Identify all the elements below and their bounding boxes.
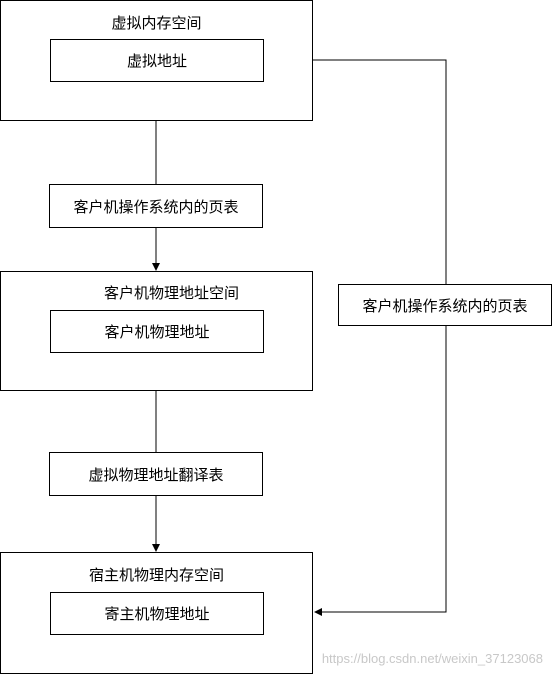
host-physical-space-box: 宿主机物理内存空间 寄主机物理地址 — [0, 552, 313, 674]
translation-table-label: 虚拟物理地址翻译表 — [88, 465, 224, 484]
guest-physical-address-box: 客户机物理地址 — [50, 310, 264, 353]
guest-page-table-box: 客户机操作系统内的页表 — [49, 184, 263, 228]
host-physical-space-title: 宿主机物理内存空间 — [88, 566, 224, 584]
host-physical-address-box: 寄主机物理地址 — [50, 592, 264, 635]
guest-page-table-label: 客户机操作系统内的页表 — [73, 197, 239, 216]
virtual-address-label: 虚拟地址 — [126, 52, 187, 70]
virtual-memory-space-box: 虚拟内存空间 虚拟地址 — [0, 0, 313, 121]
translation-table-box: 虚拟物理地址翻译表 — [49, 452, 263, 496]
guest-physical-space-title: 客户机物理地址空间 — [103, 284, 239, 302]
connector-virtual-to-side-table — [312, 59, 447, 285]
side-page-table-box: 客户机操作系统内的页表 — [338, 284, 552, 326]
host-physical-address-label: 寄主机物理地址 — [104, 605, 210, 623]
side-page-table-label: 客户机操作系统内的页表 — [362, 296, 528, 315]
guest-physical-address-label: 客户机物理地址 — [104, 323, 210, 341]
virtual-address-box: 虚拟地址 — [50, 39, 264, 82]
guest-physical-space-box: 客户机物理地址空间 客户机物理地址 — [0, 271, 313, 391]
arrow-side-table-to-host-address — [314, 325, 447, 616]
virtual-memory-space-title: 虚拟内存空间 — [111, 14, 202, 32]
watermark-text: https://blog.csdn.net/weixin_37123068 — [321, 651, 543, 666]
